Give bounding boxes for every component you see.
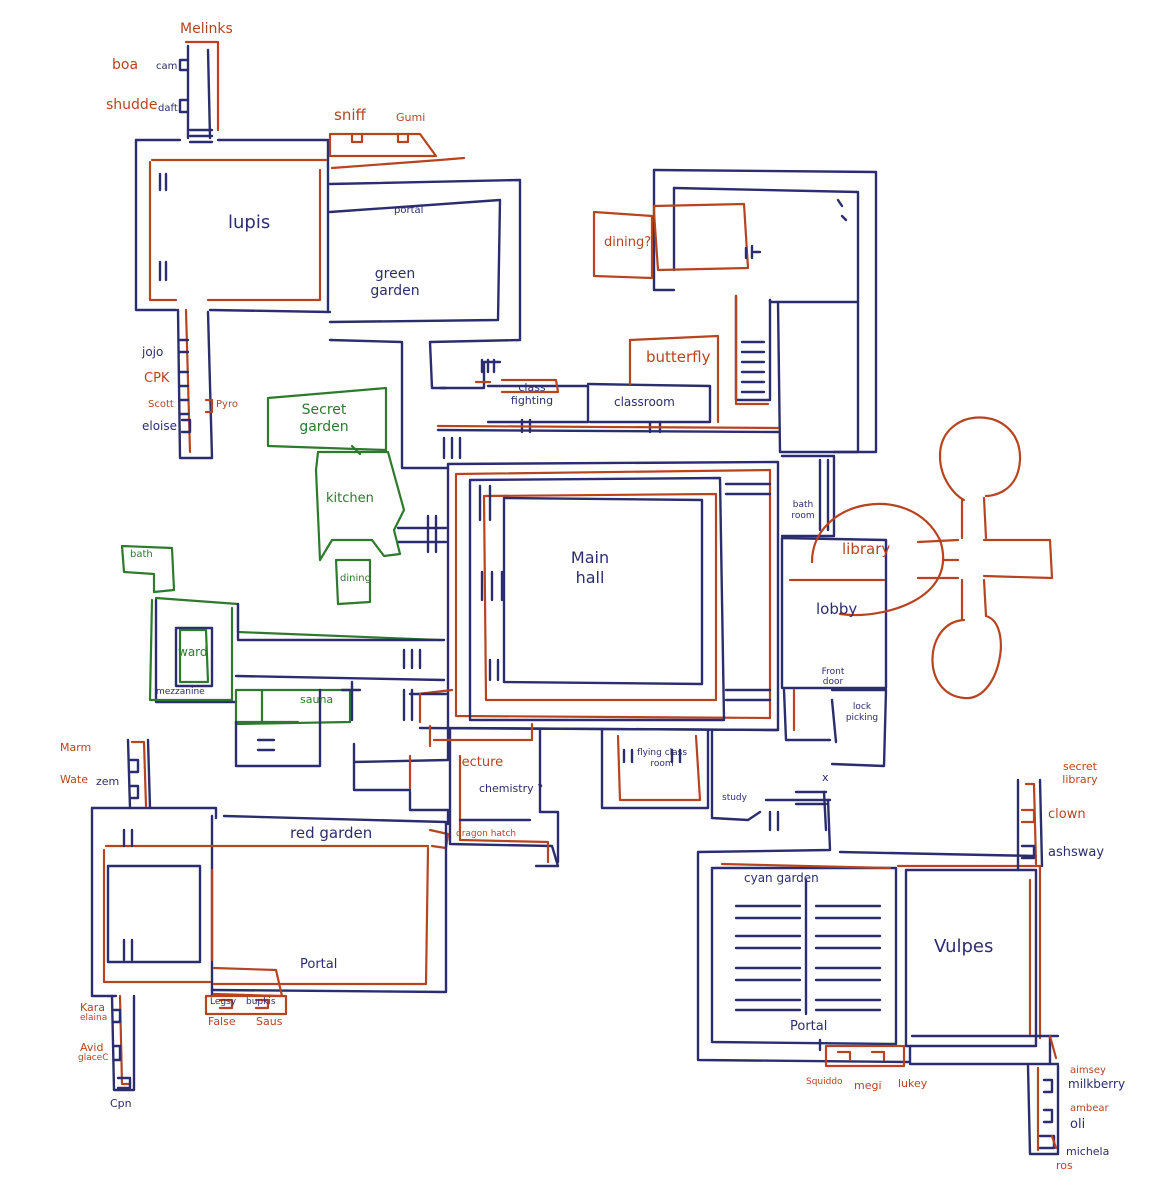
melinks-column-walls [178, 40, 220, 144]
upper-right-building [592, 168, 878, 454]
resident-ambear-label: ambear [1070, 1103, 1109, 1114]
room-portal-bottom-right-label: Portal [790, 1019, 828, 1034]
room-front-door-label: Front door [821, 667, 845, 687]
resident-michela-label: michela [1066, 1145, 1110, 1158]
room-lock-picking-label: lock picking [845, 702, 879, 723]
resident-eloise-label: eloise [142, 419, 178, 433]
resident-zem-label: zem [96, 775, 120, 788]
library-dome [810, 416, 1054, 700]
resident-milkberry-label: milkberry [1068, 1077, 1126, 1091]
resident-squiddo-label: Squiddo [806, 1077, 843, 1087]
room-lecture-label: lecture [458, 755, 504, 770]
resident-gumi-label: Gumi [396, 111, 426, 124]
resident-cpk-label: CPK [144, 371, 170, 386]
resident-glacec-label: glaceC [78, 1053, 109, 1063]
resident-cam-label: cam [156, 61, 178, 72]
resident-daft-label: daft [158, 103, 178, 114]
resident-melinks-label: Melinks [180, 21, 233, 37]
resident-ros-label: ros [1056, 1159, 1073, 1172]
resident-bupkis-label: bupkis [246, 997, 276, 1007]
room-classroom-label: classroom [614, 395, 675, 409]
resident-clown-label: clown [1048, 807, 1086, 822]
cyan-garden-vulpes-walls [696, 798, 1060, 1068]
mid-left-column [126, 738, 152, 810]
room-lupis-label: lupis [228, 212, 271, 233]
main-hall-top-corridor [436, 424, 780, 460]
green-garden-walls [328, 156, 522, 470]
resident-kara-label: Kara [80, 1001, 106, 1014]
room-chemistry-label: chemistry ? [479, 782, 543, 795]
room-portal-top-label: portal [394, 205, 424, 216]
room-secret-library-label: secret library [1062, 760, 1098, 787]
room-bathroom-label: bath room [791, 500, 815, 521]
sniff-gumi-bar [328, 132, 438, 158]
resident-megi-label: megi [854, 1079, 882, 1092]
resident-marm-label: Marm [60, 741, 92, 754]
resident-jojo-label: jojo [142, 345, 164, 359]
resident-legsy-label: Legsy [210, 997, 237, 1007]
room-dragon-hatch-label: dragon hatch [456, 829, 517, 839]
room-lobby-label: lobby [816, 600, 858, 618]
x-mark-label: x [822, 771, 829, 784]
secret-garden-kitchen-dining [266, 386, 406, 606]
room-main-hall-label: Main hall [570, 548, 610, 587]
upper-corridor [438, 358, 502, 390]
resident-scott-label: Scott [148, 399, 174, 410]
room-flying-classroom-label: flying class room [636, 748, 688, 769]
room-butterfly-label: butterfly [646, 348, 711, 366]
bottom-left-column [110, 994, 136, 1092]
room-kitchen-label: kitchen [326, 491, 374, 506]
resident-cpn-label: Cpn [110, 1097, 132, 1110]
study-area [710, 728, 832, 832]
room-dining-label: dining [340, 573, 371, 584]
resident-aimsey-label: aimsey [1070, 1065, 1106, 1076]
resident-sniff-label: sniff [334, 106, 366, 124]
resident-saus-label: Saus [256, 1015, 283, 1028]
resident-wate-label: Wate [60, 773, 88, 786]
room-cyan-garden-label: cyan garden [744, 871, 819, 885]
room-class-fighting-label: class fighting [510, 381, 554, 407]
room-dining-question-label: dining? [604, 235, 652, 250]
lobby-library-area [780, 454, 888, 768]
left-column-below-lupis [176, 308, 214, 460]
resident-avid-label: Avid [80, 1041, 104, 1054]
room-study-label: study [722, 793, 747, 803]
resident-false-label: False [208, 1015, 236, 1028]
resident-pyro-label: Pyro [216, 399, 238, 410]
resident-lukey-label: lukey [898, 1077, 928, 1090]
room-bath-label: bath [130, 549, 153, 560]
room-sauna-label: sauna [300, 693, 334, 706]
room-secret-garden-label: Secret garden [299, 402, 349, 435]
main-hall-walls [402, 460, 780, 732]
kitchen-connector [396, 514, 448, 554]
resident-elaina-label: elaina [80, 1013, 108, 1023]
room-portal-bottom-left-label: Portal [300, 957, 338, 972]
room-ward-label: ward [178, 645, 208, 659]
right-column-lower [1026, 1064, 1060, 1156]
south-corridor [352, 692, 780, 868]
lupis-room-walls [134, 138, 332, 314]
ward-sauna-area [148, 596, 454, 768]
room-library-label: library [842, 540, 891, 558]
room-vulpes-label: Vulpes [934, 936, 994, 957]
flying-classroom [600, 728, 710, 810]
red-garden-walls [90, 806, 448, 1016]
room-green-garden-label: green garden [370, 266, 420, 299]
right-column-upper [1016, 778, 1044, 872]
bath-room-green [120, 544, 176, 594]
resident-shudde-label: shudde [106, 97, 158, 113]
room-mezzanine-label: mezzanine [156, 687, 205, 697]
resident-ashsway-label: ashsway [1048, 845, 1105, 860]
resident-boa-label: boa [112, 57, 139, 73]
room-red-garden-label: red garden [290, 824, 373, 842]
resident-oli-label: oli [1070, 1117, 1086, 1132]
